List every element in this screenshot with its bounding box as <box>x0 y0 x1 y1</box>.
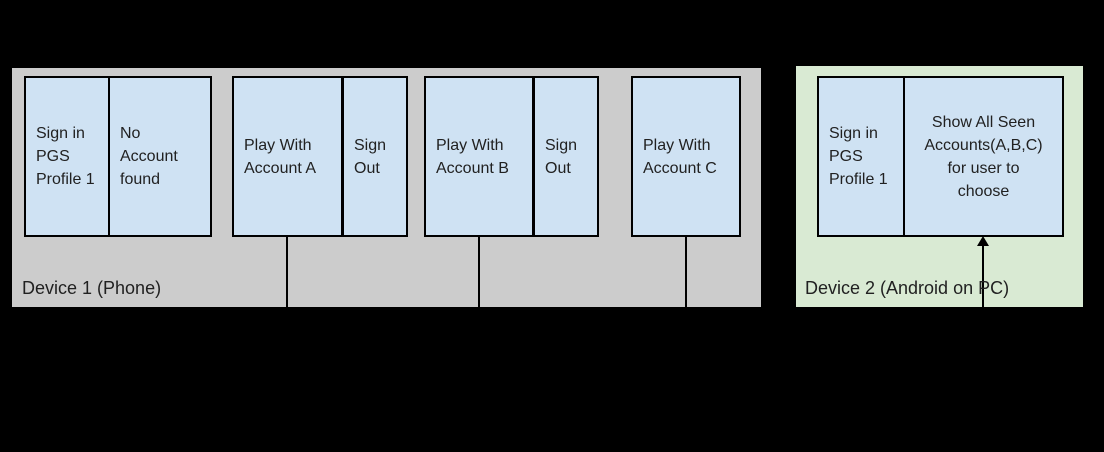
flow-cell-play-with-account-c: Play With Account C <box>643 136 717 177</box>
connector-line-account-a <box>286 237 288 307</box>
flow-cell-sign-out-b: Sign Out <box>545 136 578 177</box>
flow-box-account-a: Play With Account A Sign Out <box>232 76 408 237</box>
flow-box-device2-signin: Sign in PGS Profile 1 Show All Seen Acco… <box>817 76 1064 237</box>
flow-cell-show-all-seen-accounts: Show All Seen Accounts(A,B,C) for user t… <box>924 113 1043 200</box>
flow-box-account-b: Play With Account B Sign Out <box>424 76 599 237</box>
flow-cell-sign-in-pgs-profile1: Sign in PGS Profile 1 <box>26 78 110 235</box>
flow-cell-no-account-found: No Account found <box>120 125 178 188</box>
flow-cell-sign-out-a: Sign Out <box>354 136 387 177</box>
flow-box-account-c: Play With Account C <box>631 76 741 237</box>
device1-label: Device 1 (Phone) <box>22 278 162 298</box>
connector-line-account-c <box>685 237 687 307</box>
connector-line-account-b <box>478 237 480 307</box>
flow-cell-play-with-account-b: Play With Account B <box>426 78 535 235</box>
connector-line-to-device2 <box>982 242 984 307</box>
flow-cell-sign-in-pgs-profile1-device2: Sign in PGS Profile 1 <box>819 78 905 235</box>
device2-label: Device 2 (Android on PC) <box>805 278 1010 298</box>
device1-panel: Sign in PGS Profile 1 No Account found P… <box>12 68 761 307</box>
device2-panel: Sign in PGS Profile 1 Show All Seen Acco… <box>796 66 1083 307</box>
flow-box-signin-noaccount: Sign in PGS Profile 1 No Account found <box>24 76 212 237</box>
flow-cell-play-with-account-a: Play With Account A <box>234 78 344 235</box>
arrow-up-icon <box>977 236 989 246</box>
